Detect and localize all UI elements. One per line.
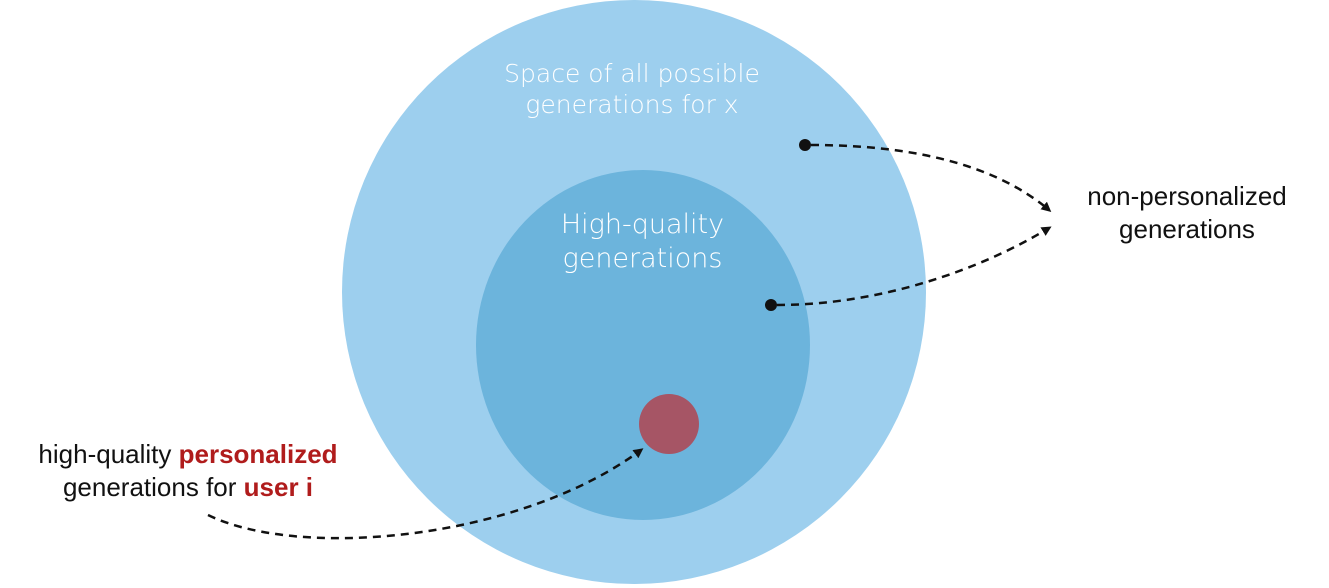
personalized-label: high-quality personalized generations fo… [8, 438, 368, 505]
arrow-user-to-personalized [207, 448, 644, 540]
arrow-inner-to-nonpersonalized [776, 226, 1052, 307]
inner-circle-label-line-1: High-quality [560, 209, 725, 240]
inner-circle-label-line-2: generations [562, 242, 723, 274]
outer-point-marker [799, 139, 811, 151]
outer-circle-label-line-1: Space of all possible [504, 59, 760, 88]
personalized-label-line-1-plain: high-quality [38, 439, 179, 469]
personalized-label-line-2-plain: generations for [62, 472, 244, 503]
non-personalized-label-line-2: generations [1119, 214, 1255, 245]
personalized-label-line-2-emphasis: user i [243, 472, 314, 503]
personalized-label-line-1-emphasis: personalized [178, 439, 338, 469]
inner-circle-label: High-quality generations [520, 208, 765, 276]
personalized-label-line-1: high-quality personalized [8, 438, 368, 471]
non-personalized-label: non-personalized generations [1052, 180, 1322, 247]
non-personalized-label-line-1: non-personalized [1087, 181, 1287, 211]
outer-circle-label-line-2: generations for x [525, 90, 739, 120]
inner-circle [476, 170, 810, 520]
personalized-target-dot [639, 394, 699, 454]
outer-circle-label: Space of all possible generations for x [482, 58, 782, 121]
personalized-label-line-2: generations for user i [8, 471, 368, 504]
arrow-outer-to-nonpersonalized [810, 143, 1052, 212]
inner-point-marker [765, 299, 777, 311]
